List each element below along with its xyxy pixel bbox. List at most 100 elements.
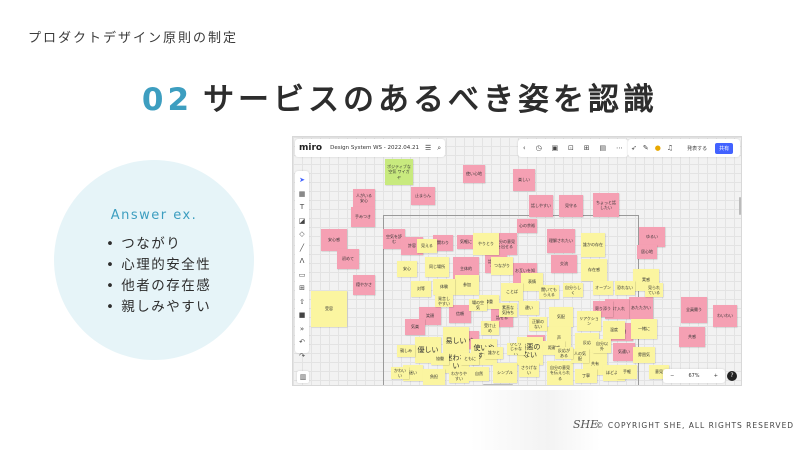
select-icon[interactable]: ➤	[299, 176, 305, 184]
sticky-note[interactable]: 負担	[423, 369, 445, 385]
pen-icon[interactable]: ╱	[299, 243, 305, 252]
sticky-note[interactable]: シンプル	[493, 363, 517, 383]
sticky-note[interactable]: 参加	[455, 275, 479, 295]
sticky-note[interactable]: 共感	[679, 327, 705, 347]
sticky-note[interactable]: 空気を読む	[383, 229, 405, 249]
sticky-note[interactable]: 関わり	[433, 235, 453, 251]
sticky-note[interactable]: 発言しやすい	[435, 295, 453, 307]
sticky-note[interactable]: 違い	[519, 301, 539, 315]
sticky-note[interactable]: オープン	[593, 281, 613, 295]
sticky-note[interactable]: 反応がある	[555, 347, 573, 359]
sticky-note[interactable]: かわいい	[391, 367, 409, 379]
sticky-note[interactable]: 見守る	[559, 195, 583, 217]
sticky-note[interactable]: 気楽	[405, 319, 425, 335]
sticky-note[interactable]: 全員賛う	[681, 297, 707, 323]
sticky-note[interactable]: 雰囲気	[633, 347, 655, 363]
avatar[interactable]: ●	[654, 144, 661, 152]
sticky-note[interactable]: 見える	[417, 239, 437, 253]
sticky-note[interactable]: 対等	[411, 281, 431, 297]
sticky-note[interactable]: ことば	[501, 283, 523, 301]
search-icon[interactable]: ⌕	[437, 143, 442, 152]
sticky-note[interactable]: 穏やかさ	[353, 275, 375, 295]
share-button[interactable]: 共有	[715, 142, 734, 154]
frame-icon[interactable]: ⊡	[568, 144, 574, 152]
sticky-note[interactable]: 止まらん	[411, 187, 435, 205]
sticky-note[interactable]: やりとり	[473, 233, 499, 255]
sticky-note[interactable]: 安心	[397, 261, 417, 277]
reaction-icon[interactable]: ✎	[642, 144, 649, 152]
scrollbar-vertical[interactable]	[739, 197, 741, 215]
grid-icon[interactable]: ⊞	[583, 144, 590, 152]
sticky-note[interactable]: ポジティブな空気 ワイガヤ	[385, 159, 413, 185]
sticky-note[interactable]: 理解されたい	[547, 229, 575, 253]
sticky-note[interactable]: 誰かの存在	[581, 233, 605, 257]
sticky-note[interactable]: 気軽に	[457, 235, 475, 249]
sticky-note[interactable]: 自分以外	[593, 339, 611, 353]
sticky-note[interactable]: 自分の意見を伝えられる	[547, 361, 573, 385]
sticky-note[interactable]: リアクション	[577, 311, 601, 331]
sticky-icon[interactable]: ◪	[298, 216, 306, 225]
sticky-note[interactable]: 話しやすい	[529, 195, 553, 217]
sticky-note[interactable]: 交流	[551, 255, 577, 273]
timer-icon[interactable]: ◷	[535, 144, 542, 152]
sticky-note[interactable]: 見られている	[645, 283, 663, 297]
sticky-note[interactable]: わいわい	[713, 305, 737, 327]
sticky-note[interactable]: わかりやすい	[449, 369, 469, 383]
sticky-note[interactable]: 親しみ	[397, 345, 415, 357]
present-button[interactable]: 発表する	[687, 145, 708, 152]
sticky-note[interactable]: 体験	[433, 279, 455, 295]
sticky-note[interactable]: 自然	[469, 367, 489, 381]
sticky-note[interactable]: 素直な気持ち	[499, 303, 517, 317]
draw-icon[interactable]: Λ	[299, 257, 305, 265]
hamburger-icon[interactable]: ☰	[425, 144, 432, 152]
sticky-note[interactable]: 気遣い	[613, 343, 635, 361]
sticky-note[interactable]: 受容	[311, 291, 347, 327]
sticky-note[interactable]: 自分の意見を出せる	[493, 233, 517, 255]
zoom-in-icon[interactable]: +	[713, 373, 718, 379]
zoom-out-icon[interactable]: −	[670, 373, 675, 379]
sticky-note[interactable]: 正解のない	[529, 317, 547, 331]
sticky-note[interactable]: 手みつき	[351, 207, 375, 227]
sticky-note[interactable]: 気配	[549, 307, 573, 327]
frame-tool-icon[interactable]: ⊞	[299, 284, 305, 292]
more-icon[interactable]: ⋯	[616, 144, 623, 152]
sticky-note[interactable]: 誰かと	[485, 347, 503, 359]
sticky-note[interactable]: 一緒に	[631, 319, 657, 339]
help-icon[interactable]: ?	[727, 371, 737, 381]
sticky-note[interactable]: あたたかい	[629, 297, 653, 319]
sticky-note[interactable]: 人がいる安心	[353, 189, 375, 207]
comment-icon[interactable]: ▭	[298, 270, 306, 279]
sticky-note[interactable]: 恐れない	[615, 281, 635, 295]
bell-icon[interactable]: ♫	[666, 144, 674, 152]
sticky-note[interactable]: 受け止め	[481, 321, 499, 335]
upload-icon[interactable]: ⇧	[299, 297, 305, 306]
sticky-note[interactable]: 人の気配	[571, 349, 589, 363]
sticky-note[interactable]: 丁寧	[575, 369, 597, 383]
scrollbar-horizontal[interactable]	[483, 384, 513, 385]
redo-icon[interactable]: ↷	[299, 351, 305, 360]
sticky-note[interactable]: 表情	[521, 273, 543, 291]
sticky-note[interactable]: 居心地	[637, 245, 657, 259]
text-icon[interactable]: T	[299, 203, 305, 211]
sticky-note[interactable]: 自分らしく	[563, 283, 583, 297]
sticky-note[interactable]: 初めて	[337, 249, 359, 269]
sticky-note[interactable]: 心の余裕	[517, 219, 537, 233]
sticky-note[interactable]: 協働	[431, 353, 449, 365]
undo-icon[interactable]: ↶	[299, 338, 305, 346]
template-icon[interactable]: ▦	[298, 189, 306, 198]
zoom-level[interactable]: 67%	[688, 373, 700, 379]
sticky-note[interactable]: 存在感	[581, 259, 607, 281]
sticky-note[interactable]: ゆるい	[639, 227, 665, 247]
sticky-note[interactable]: ともに	[461, 353, 479, 365]
note-icon[interactable]: ▤	[599, 144, 607, 152]
sticky-note[interactable]: 手軽	[617, 365, 637, 379]
sticky-note[interactable]: 使い心地	[463, 165, 485, 183]
sticky-note[interactable]: 同じ場所	[425, 257, 449, 277]
sticky-note[interactable]: 聞いてもらえる	[539, 285, 559, 299]
chevron-left-icon[interactable]: ‹	[522, 144, 526, 152]
sticky-note[interactable]: 温度	[603, 321, 625, 339]
cursor-icon[interactable]: ➶	[631, 144, 637, 152]
sticky-note[interactable]: 楽しい	[513, 169, 535, 191]
panel-toggle-icon[interactable]: ▥	[297, 371, 309, 383]
more-tools-icon[interactable]: »	[299, 324, 305, 333]
